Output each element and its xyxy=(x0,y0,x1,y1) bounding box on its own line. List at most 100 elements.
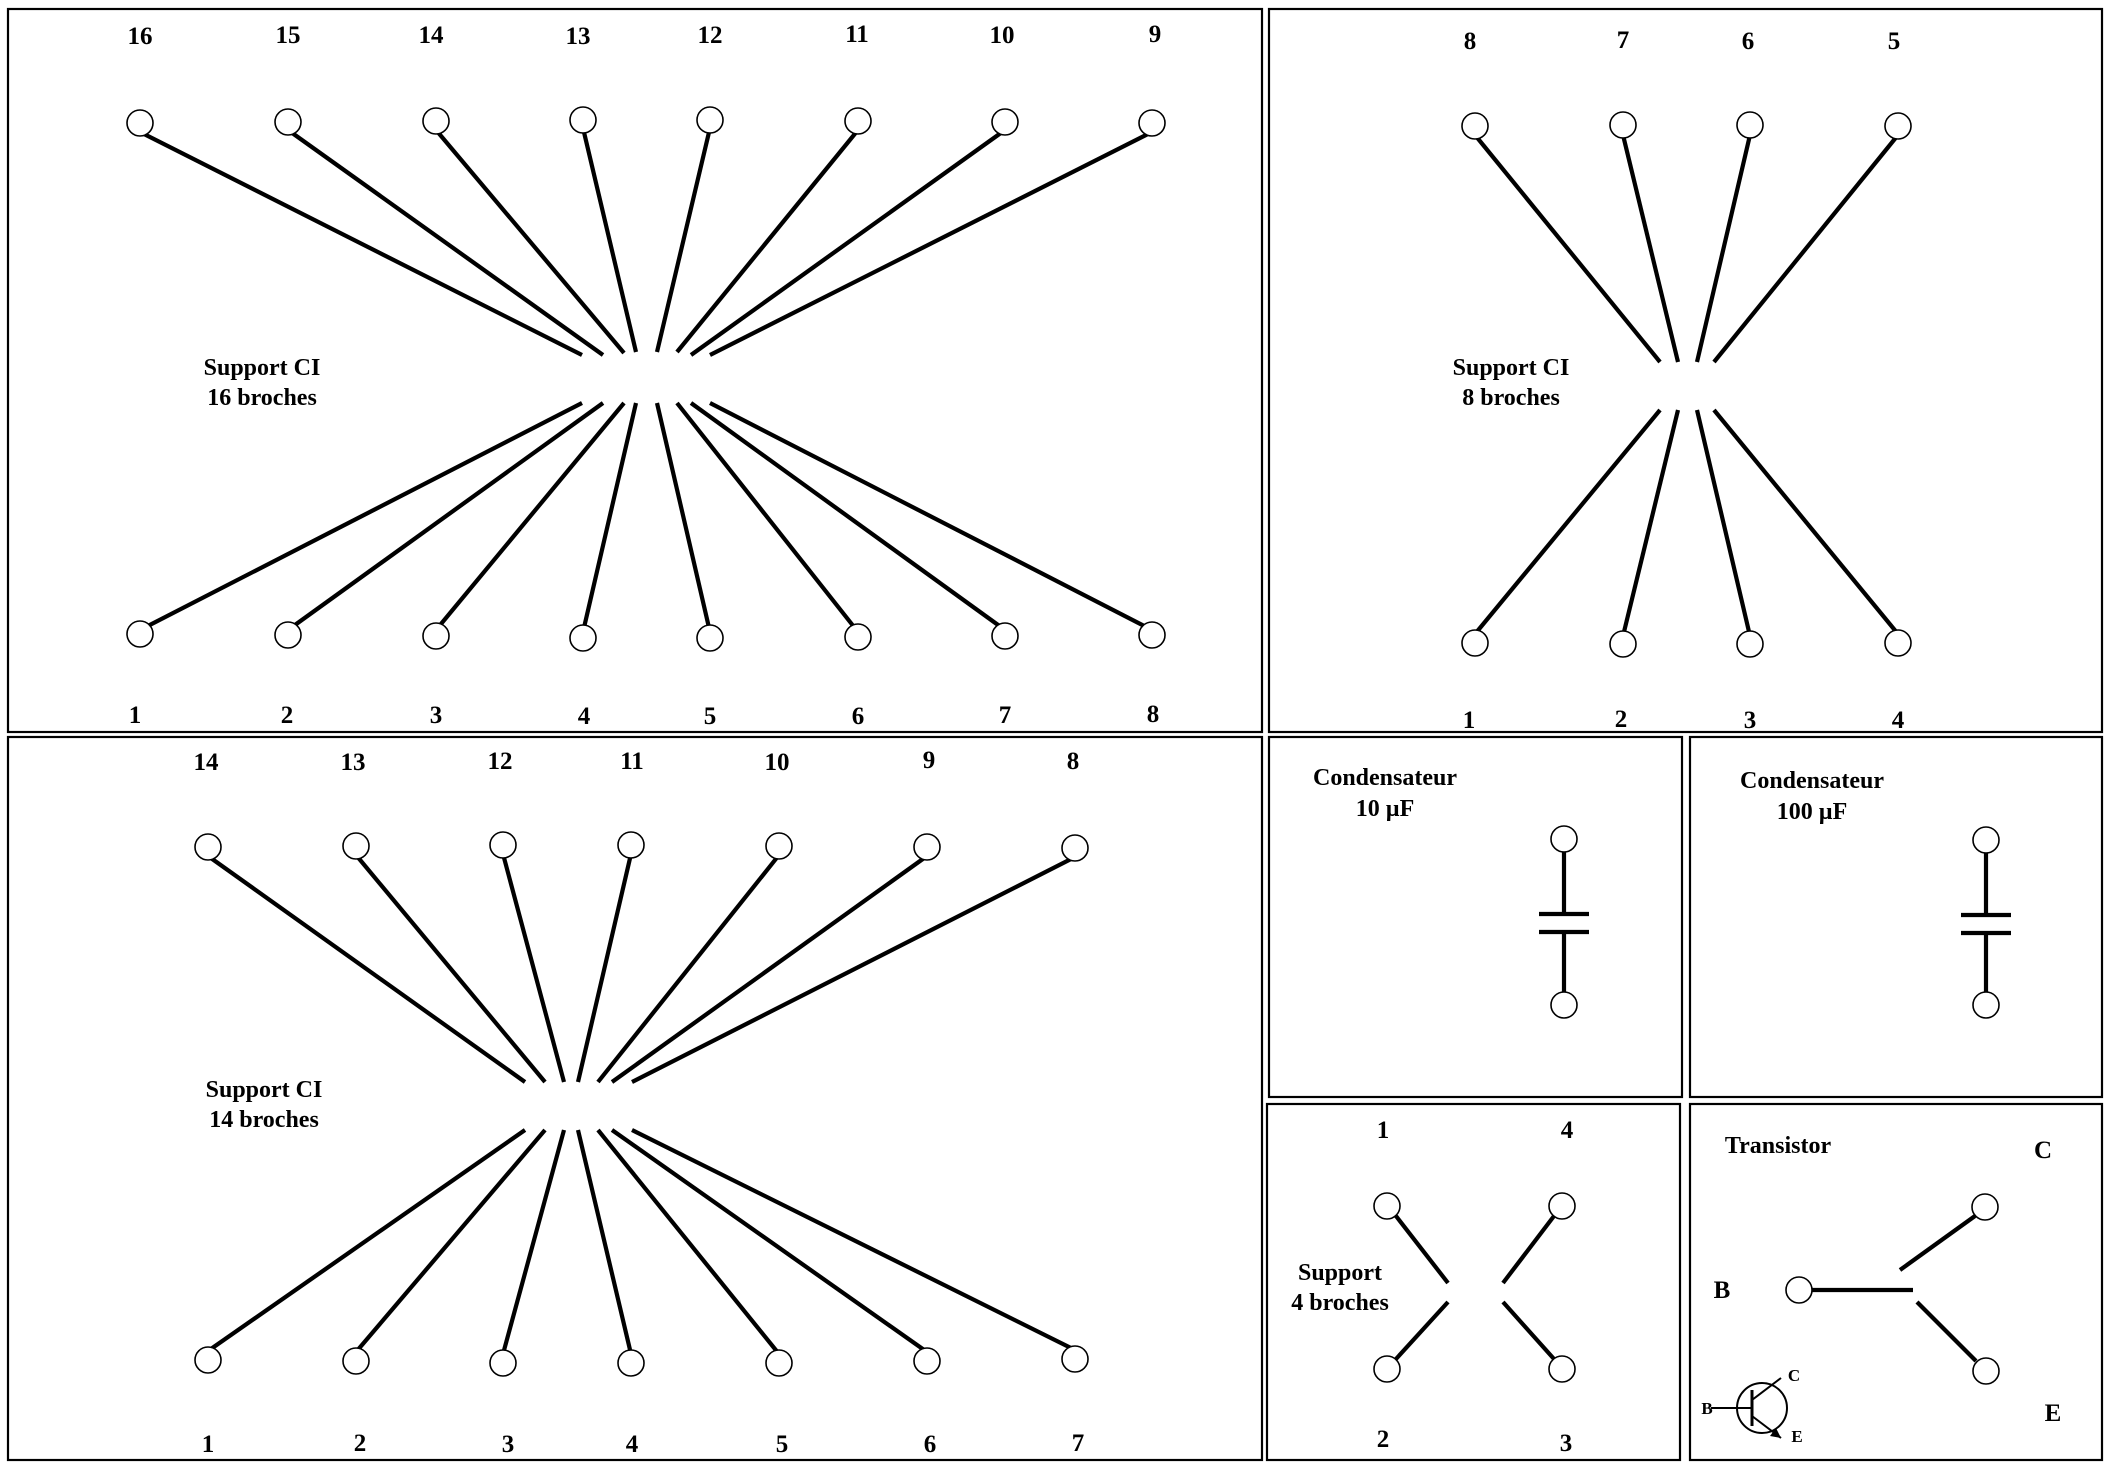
support-16-pin-8 xyxy=(1138,621,1166,649)
support-16-pin-14 xyxy=(422,107,450,135)
support-8-label-2: 2 xyxy=(1615,706,1628,733)
transistor-wires xyxy=(1812,1214,1978,1363)
support-4-label-2: 2 xyxy=(1377,1426,1390,1453)
support-16-pin-2 xyxy=(274,621,302,649)
support-8-pin-2 xyxy=(1609,630,1637,658)
support-8-label-7: 7 xyxy=(1617,27,1630,54)
support-14-pin-8 xyxy=(1061,834,1089,862)
support-8-label-1: 1 xyxy=(1463,707,1476,734)
transistor-pin-b xyxy=(1785,1276,1813,1304)
capacitor-10-pin-top xyxy=(1550,825,1578,853)
support-16-label-16: 16 xyxy=(128,23,153,50)
support-8-label-8: 8 xyxy=(1464,28,1477,55)
support-8-pins xyxy=(1461,111,1912,658)
support-14-pins xyxy=(194,831,1089,1377)
transistor-label-e: E xyxy=(2045,1400,2062,1427)
transistor-label-c: C xyxy=(2034,1137,2052,1164)
support-14-pin-13 xyxy=(342,832,370,860)
transistor-symbol-label-e: E xyxy=(1791,1427,1802,1446)
support-8-wires xyxy=(1473,133,1900,637)
support-16-label-6: 6 xyxy=(852,703,865,730)
capacitor-100-title-line1: Condensateur xyxy=(1740,768,1884,794)
support-14-label-8: 8 xyxy=(1067,748,1080,775)
transistor-pin-e xyxy=(1972,1357,2000,1385)
transistor-symbol-label-c: C xyxy=(1788,1366,1800,1385)
support-16-label-1: 1 xyxy=(129,702,142,729)
support-16-label-2: 2 xyxy=(281,702,294,729)
support-14-label-2: 2 xyxy=(354,1430,367,1457)
support-4-pin-3 xyxy=(1548,1355,1576,1383)
support-16-label-13: 13 xyxy=(566,23,591,50)
support-16-label-3: 3 xyxy=(430,702,443,729)
support-14-label-9: 9 xyxy=(923,747,936,774)
support-4-wires xyxy=(1394,1214,1556,1361)
panel-transistor xyxy=(1688,1102,2104,1462)
support-8-bottom-labels: 1 2 3 4 xyxy=(1463,706,1905,734)
support-8-label-5: 5 xyxy=(1888,28,1901,55)
support-16-label-9: 9 xyxy=(1149,21,1162,48)
support-16-label-4: 4 xyxy=(578,703,591,730)
support-8-title-line2: 8 broches xyxy=(1462,385,1560,411)
support-8-label-4: 4 xyxy=(1892,707,1905,734)
support-14-label-11: 11 xyxy=(620,748,644,775)
support-14-pin-11 xyxy=(617,831,645,859)
support-16-label-10: 10 xyxy=(990,22,1015,49)
capacitor-100-pin-bottom xyxy=(1972,991,2000,1019)
panel-support-8 xyxy=(1267,7,2104,734)
panel-support-4 xyxy=(1265,1102,1682,1462)
support-14-top-labels: 14 13 12 11 10 9 8 xyxy=(194,747,1080,776)
support-4-pin-2 xyxy=(1373,1355,1401,1383)
support-16-pin-15 xyxy=(274,108,302,136)
transistor-symbol-label-b: B xyxy=(1701,1399,1712,1418)
support-14-diagram: 14 13 12 11 10 9 8 1 2 3 4 5 6 7 Support… xyxy=(194,747,1089,1458)
support-14-pin-3 xyxy=(489,1349,517,1377)
capacitor-100-symbol xyxy=(1961,826,2011,1019)
support-16-bottom-labels: 1 2 3 4 5 6 7 8 xyxy=(129,701,1160,730)
support-14-pin-9 xyxy=(913,833,941,861)
support-16-pin-10 xyxy=(991,108,1019,136)
support-16-label-14: 14 xyxy=(419,22,445,49)
support-14-title-line1: Support CI xyxy=(206,1077,323,1103)
support-8-label-3: 3 xyxy=(1744,707,1757,734)
capacitor-100-diagram: Condensateur 100 µF xyxy=(1740,768,2011,1019)
support-16-title-line2: 16 broches xyxy=(207,385,317,411)
panel-support-14 xyxy=(6,735,1264,1462)
support-8-label-6: 6 xyxy=(1742,28,1755,55)
support-14-label-12: 12 xyxy=(488,748,513,775)
support-16-pin-12 xyxy=(696,106,724,134)
support-16-top-labels: 16 15 14 13 12 11 10 9 xyxy=(128,21,1162,50)
capacitor-10-symbol xyxy=(1539,825,1589,1019)
support-4-diagram: 1 4 2 3 Support 4 broches xyxy=(1291,1117,1576,1457)
support-14-pin-2 xyxy=(342,1347,370,1375)
panel-capacitor-100 xyxy=(1688,735,2104,1099)
support-16-pin-9 xyxy=(1138,109,1166,137)
support-16-label-8: 8 xyxy=(1147,701,1160,728)
support-14-title-line2: 14 broches xyxy=(209,1107,319,1133)
capacitor-10-title-line2: 10 µF xyxy=(1356,796,1415,822)
support-4-label-3: 3 xyxy=(1560,1430,1573,1457)
support-14-label-13: 13 xyxy=(341,749,366,776)
support-8-diagram: 8 7 6 5 1 2 3 4 Support CI 8 broches xyxy=(1453,27,1912,734)
transistor-title: Transistor xyxy=(1725,1133,1832,1159)
support-14-label-14: 14 xyxy=(194,749,220,776)
support-4-title-line2: 4 broches xyxy=(1291,1290,1389,1316)
support-14-bottom-labels: 1 2 3 4 5 6 7 xyxy=(202,1430,1085,1458)
support-16-pin-16 xyxy=(126,109,154,137)
support-16-diagram: 16 15 14 13 12 11 10 9 1 2 3 4 5 6 7 8 S… xyxy=(126,21,1166,730)
support-16-wires xyxy=(139,127,1153,634)
support-14-label-5: 5 xyxy=(776,1431,789,1458)
support-14-label-10: 10 xyxy=(765,749,790,776)
support-14-pin-6 xyxy=(913,1347,941,1375)
support-16-pin-5 xyxy=(696,624,724,652)
support-16-pin-13 xyxy=(569,106,597,134)
support-14-label-7: 7 xyxy=(1072,1430,1085,1457)
support-16-pin-4 xyxy=(569,624,597,652)
support-14-label-6: 6 xyxy=(924,1431,937,1458)
support-16-pins xyxy=(126,106,1166,652)
support-14-wires xyxy=(206,853,1076,1356)
transistor-pin-c xyxy=(1971,1193,1999,1221)
support-8-pin-8 xyxy=(1461,112,1489,140)
transistor-label-b: B xyxy=(1714,1277,1731,1304)
capacitor-100-title-line2: 100 µF xyxy=(1777,799,1848,825)
